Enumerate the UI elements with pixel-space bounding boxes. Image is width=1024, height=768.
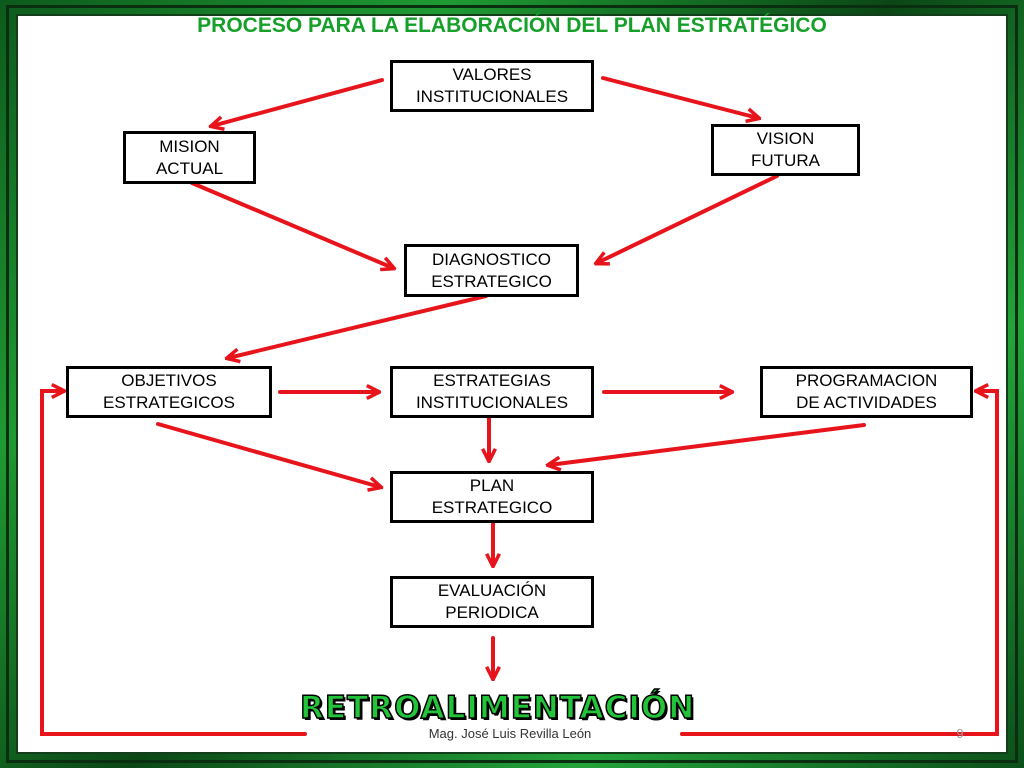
node-programacion-line-2: DE ACTIVIDADES xyxy=(796,393,937,412)
node-vision-futura: VISION FUTURA xyxy=(711,124,860,176)
node-evaluacion-periodica: EVALUACIÓN PERIODICA xyxy=(390,576,594,628)
arrow-objetivos-to-plan xyxy=(156,422,380,487)
frame-inner-border xyxy=(6,5,1018,763)
arrow-vision-to-diagnostico xyxy=(597,174,779,263)
node-mision-line-1: MISION xyxy=(159,136,220,156)
node-mision-actual: MISION ACTUAL xyxy=(123,131,256,184)
node-diagnostico-line-2: ESTRATEGICO xyxy=(431,271,552,291)
node-valores-institucionales: VALORES INSTITUCIONALES xyxy=(390,60,594,112)
feedback-loop-left-arrow xyxy=(40,391,307,736)
node-vision-line-1: VISION xyxy=(756,129,815,148)
arrow-diagnostico-to-objetivos xyxy=(228,294,488,358)
node-evaluacion-line-2: PERIODICA xyxy=(445,603,539,622)
slide-title: PROCESO PARA LA ELABORACIÓN DEL PLAN EST… xyxy=(197,14,827,37)
arrow-mision-to-diagnostico xyxy=(190,181,393,268)
node-programacion-line-1: PROGRAMACION xyxy=(795,371,938,390)
node-diagnostico-line-1: DIAGNOSTICO xyxy=(431,249,551,269)
node-estrategias-line-1: ESTRATEGIAS xyxy=(433,371,551,390)
feedback-label: RETROALIMENTACIÓN xyxy=(299,689,696,727)
node-plan-line-2: ESTRATEGICO xyxy=(431,498,553,517)
arrow-programacion-to-plan xyxy=(549,423,866,465)
node-estrategias-line-2: INSTITUCIONALES xyxy=(415,393,569,412)
node-mision-line-2: ACTUAL xyxy=(155,158,224,178)
node-plan-estrategico: PLAN ESTRATEGICO xyxy=(390,471,594,523)
node-diagnostico-estrategico: DIAGNOSTICO ESTRATEGICO xyxy=(404,244,579,297)
node-objetivos-estrategicos: OBJETIVOS ESTRATEGICOS xyxy=(66,366,272,418)
node-programacion-actividades: PROGRAMACION DE ACTIVIDADES xyxy=(760,366,973,418)
node-evaluacion-line-1: EVALUACIÓN xyxy=(437,581,547,600)
node-plan-line-1: PLAN xyxy=(469,476,515,495)
page-number: 9 xyxy=(956,726,964,741)
node-vision-line-2: FUTURA xyxy=(751,151,820,170)
node-valores-line-1: VALORES xyxy=(452,65,532,84)
arrow-valores-to-mision xyxy=(212,78,384,126)
footer-author: Mag. José Luis Revilla León xyxy=(428,726,592,741)
node-valores-line-2: INSTITUCIONALES xyxy=(415,87,569,106)
node-objetivos-line-2: ESTRATEGICOS xyxy=(103,393,235,412)
node-estrategias-institucionales: ESTRATEGIAS INSTITUCIONALES xyxy=(390,366,594,418)
node-objetivos-line-1: OBJETIVOS xyxy=(121,371,217,390)
arrow-valores-to-vision xyxy=(601,76,758,118)
feedback-loop-right-arrow xyxy=(680,391,999,736)
